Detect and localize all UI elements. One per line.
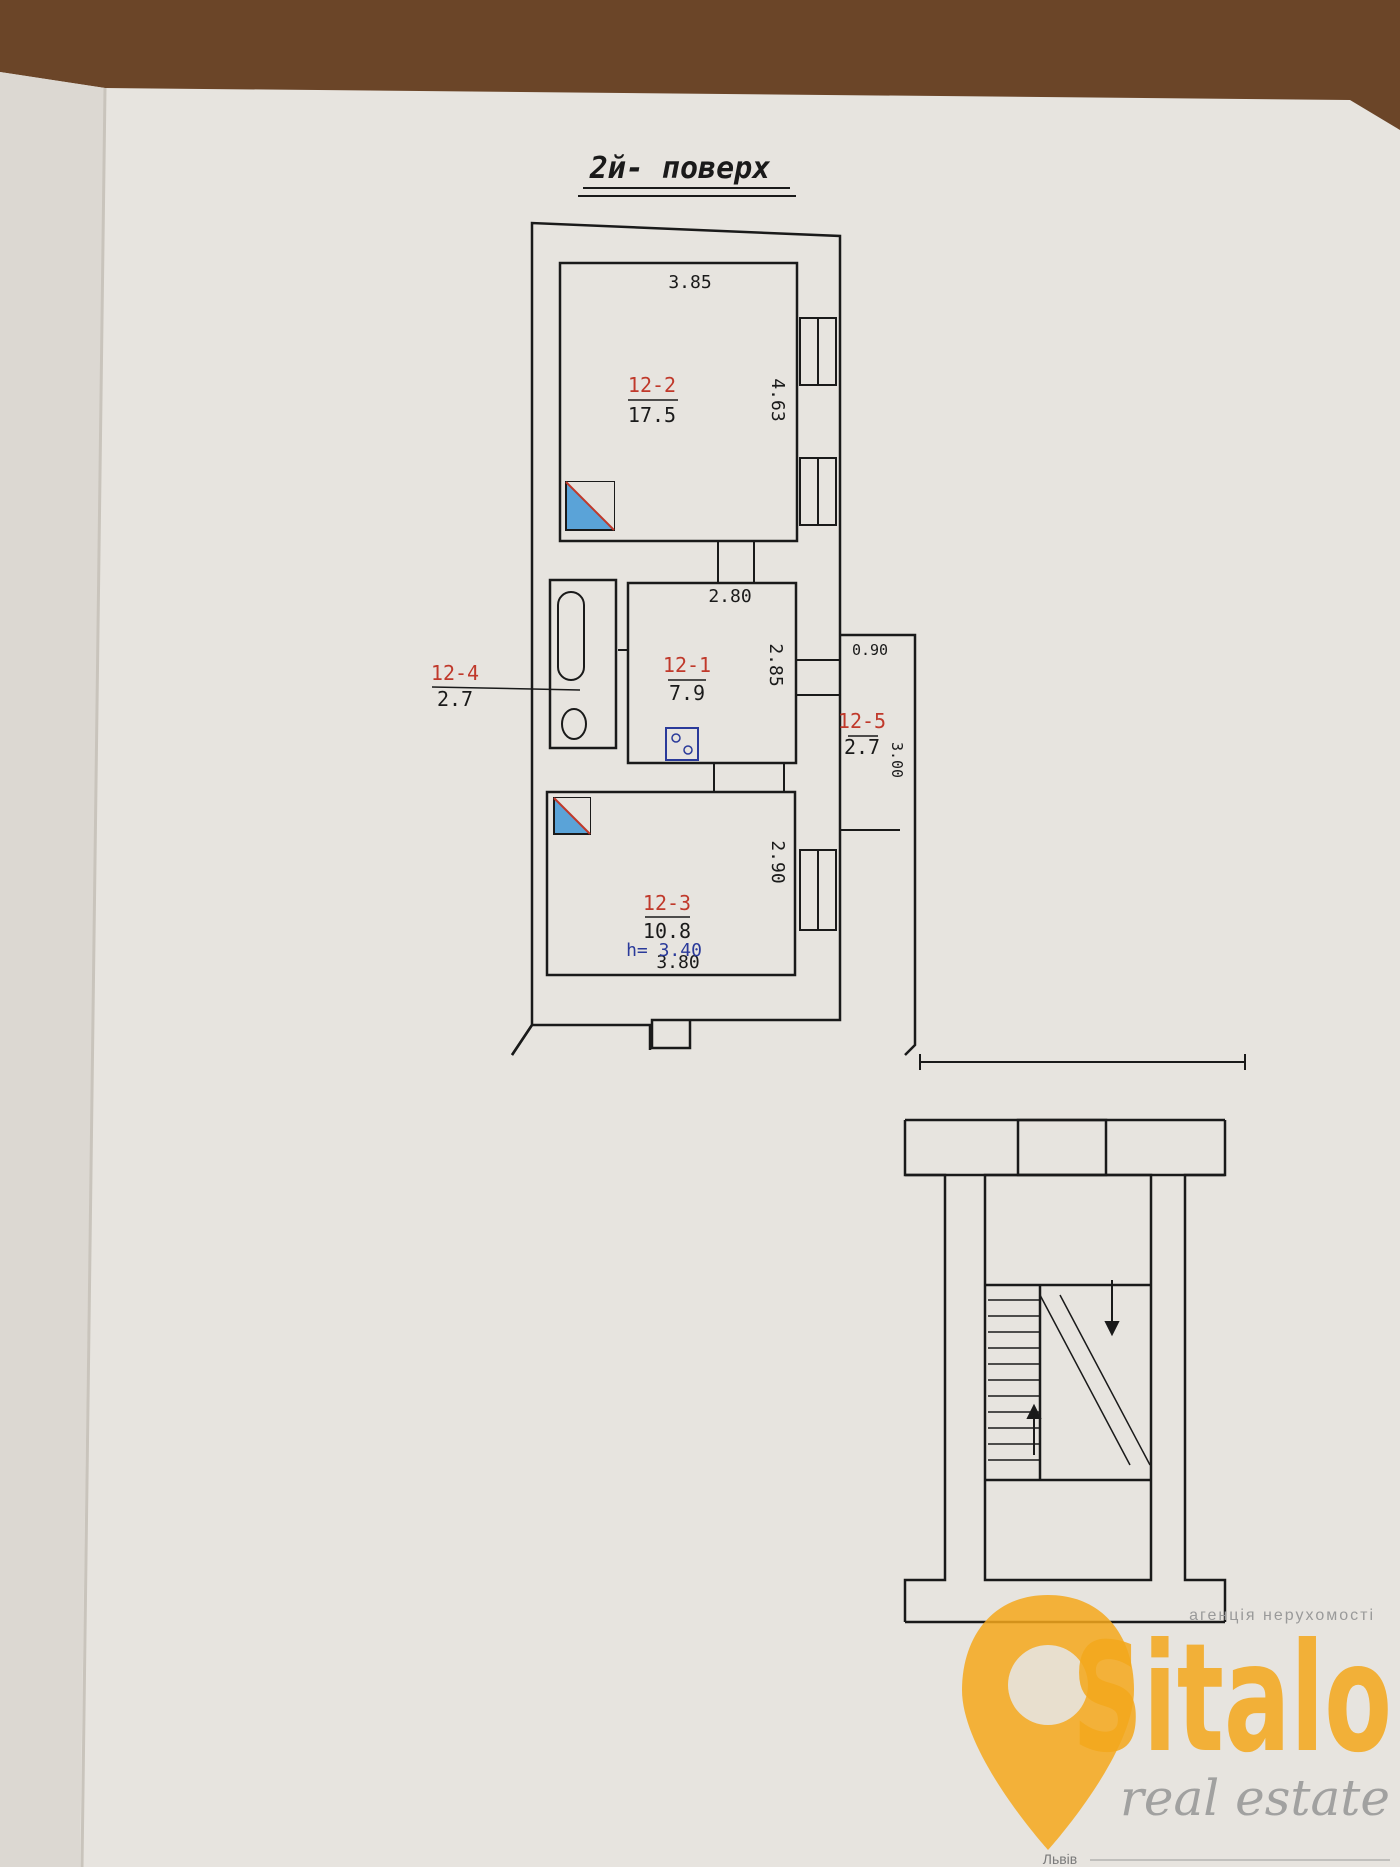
stair-direction-arrows bbox=[1026, 1280, 1120, 1455]
room-area-12-3: 10.8 bbox=[643, 919, 691, 943]
apartment-outline bbox=[510, 221, 842, 1056]
stove-icon-12-3 bbox=[553, 797, 591, 835]
corridor-12-5 bbox=[840, 633, 917, 1056]
room-12-3 bbox=[545, 790, 797, 977]
windows bbox=[799, 317, 837, 931]
room-area-12-4: 2.7 bbox=[437, 687, 473, 711]
left-page bbox=[0, 72, 105, 1867]
burner-icon bbox=[671, 733, 681, 743]
floor-title: 2й- поверх bbox=[589, 151, 771, 186]
watermark-brand: Sitalo bbox=[1072, 1612, 1392, 1786]
stove-icon-12-2 bbox=[565, 481, 615, 531]
stair-treads bbox=[988, 1294, 1151, 1466]
room-area-12-1: 7.9 bbox=[669, 681, 705, 705]
dim-room1-width: 2.80 bbox=[708, 586, 751, 607]
room-id-12-5: 12-5 bbox=[838, 709, 886, 733]
room-id-12-3: 12-3 bbox=[643, 891, 691, 915]
dim-room3-length: 2.90 bbox=[767, 840, 788, 883]
room-id-12-4: 12-4 bbox=[431, 661, 479, 685]
doorways bbox=[618, 540, 840, 793]
room-id-12-1: 12-1 bbox=[663, 653, 711, 677]
dim-room2-length: 4.63 bbox=[767, 378, 788, 421]
stairwell bbox=[903, 1118, 1227, 1624]
room-id-12-2: 12-2 bbox=[628, 373, 676, 397]
dimension-labels: 3.85 4.63 2.80 2.85 0.90 3.00 2.90 3.80 … bbox=[626, 272, 906, 973]
dim-room1-length: 2.85 bbox=[765, 643, 786, 686]
dim-corridor-width: 0.90 bbox=[852, 641, 888, 659]
bathtub-icon bbox=[557, 591, 585, 681]
room-labels: 12-2 17.5 12-1 7.9 12-4 2.7 12-3 10.8 12… bbox=[431, 373, 886, 943]
watermark-tagline: агенція нерухомості bbox=[1189, 1607, 1375, 1624]
room-12-4 bbox=[548, 578, 618, 750]
page-fold bbox=[80, 87, 107, 1867]
watermark-sub: real estate bbox=[1120, 1769, 1390, 1827]
room-12-1 bbox=[626, 581, 798, 765]
paper-sheet bbox=[0, 72, 1400, 1867]
ceiling-height: h= 3.40 bbox=[626, 940, 702, 961]
burner-icon bbox=[683, 745, 693, 755]
dim-corridor-length: 3.00 bbox=[888, 742, 906, 778]
dim-room2-width: 3.85 bbox=[668, 272, 711, 293]
watermark-city: Львів bbox=[1043, 1851, 1077, 1867]
brand-logo-pin bbox=[962, 1595, 1134, 1850]
dim-room3-width: 3.80 bbox=[656, 952, 699, 973]
gas-stove-icon bbox=[665, 727, 699, 761]
room-12-2 bbox=[558, 261, 799, 543]
toilet-icon bbox=[561, 708, 587, 740]
room-area-12-5: 2.7 bbox=[844, 735, 880, 759]
room-area-12-2: 17.5 bbox=[628, 403, 676, 427]
